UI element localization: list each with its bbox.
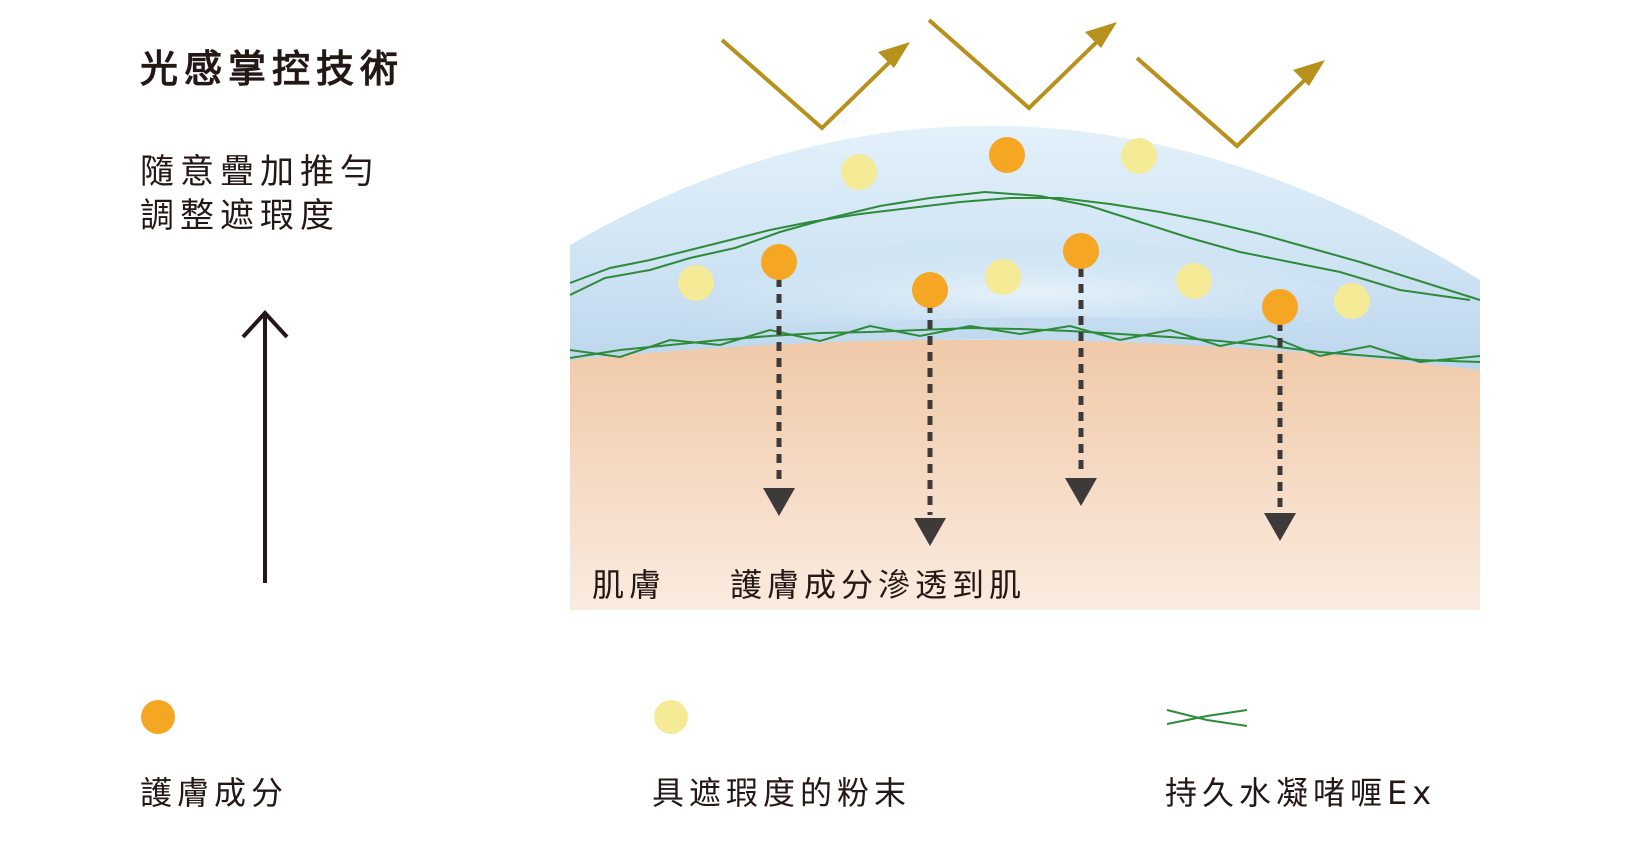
subtitle: 隨意疊加推勻 調整遮瑕度 xyxy=(140,150,380,238)
light-ray-arrowhead xyxy=(1293,60,1325,86)
penetration-arrows xyxy=(776,252,1283,515)
legend-label-gel: 持久水凝啫喱Ex xyxy=(1165,774,1437,812)
arrow-down-icon xyxy=(1065,478,1097,506)
arrow-down-icon xyxy=(763,488,795,516)
gel-net-upper xyxy=(569,190,1481,301)
care-ingredient-particles xyxy=(761,137,1298,325)
legend-orange-dot-icon xyxy=(141,700,175,734)
legend-label-powder: 具遮瑕度的粉末 xyxy=(652,774,912,812)
legend-label-care: 護膚成分 xyxy=(140,774,289,812)
light-ray-arrowhead xyxy=(878,42,910,68)
legend-yellow-dot-icon xyxy=(654,700,688,734)
up-arrow-icon xyxy=(241,310,289,583)
powder-particles xyxy=(678,138,1370,319)
gel-net-lower xyxy=(569,324,1481,364)
legend-gel-icon xyxy=(1166,709,1248,727)
skin-layer xyxy=(570,340,1480,610)
subtitle-line-2: 調整遮瑕度 xyxy=(140,196,340,236)
penetration-label: 護膚成分滲透到肌 xyxy=(730,566,1027,604)
arrow-down-icon xyxy=(914,518,946,546)
page-title: 光感掌控技術 xyxy=(140,47,405,91)
subtitle-line-1: 隨意疊加推勻 xyxy=(140,152,380,192)
arrow-down-icon xyxy=(1264,513,1296,541)
light-ray-arrowhead xyxy=(1085,22,1117,48)
skin-label: 肌膚 xyxy=(592,566,667,604)
light-rays xyxy=(720,18,1317,149)
